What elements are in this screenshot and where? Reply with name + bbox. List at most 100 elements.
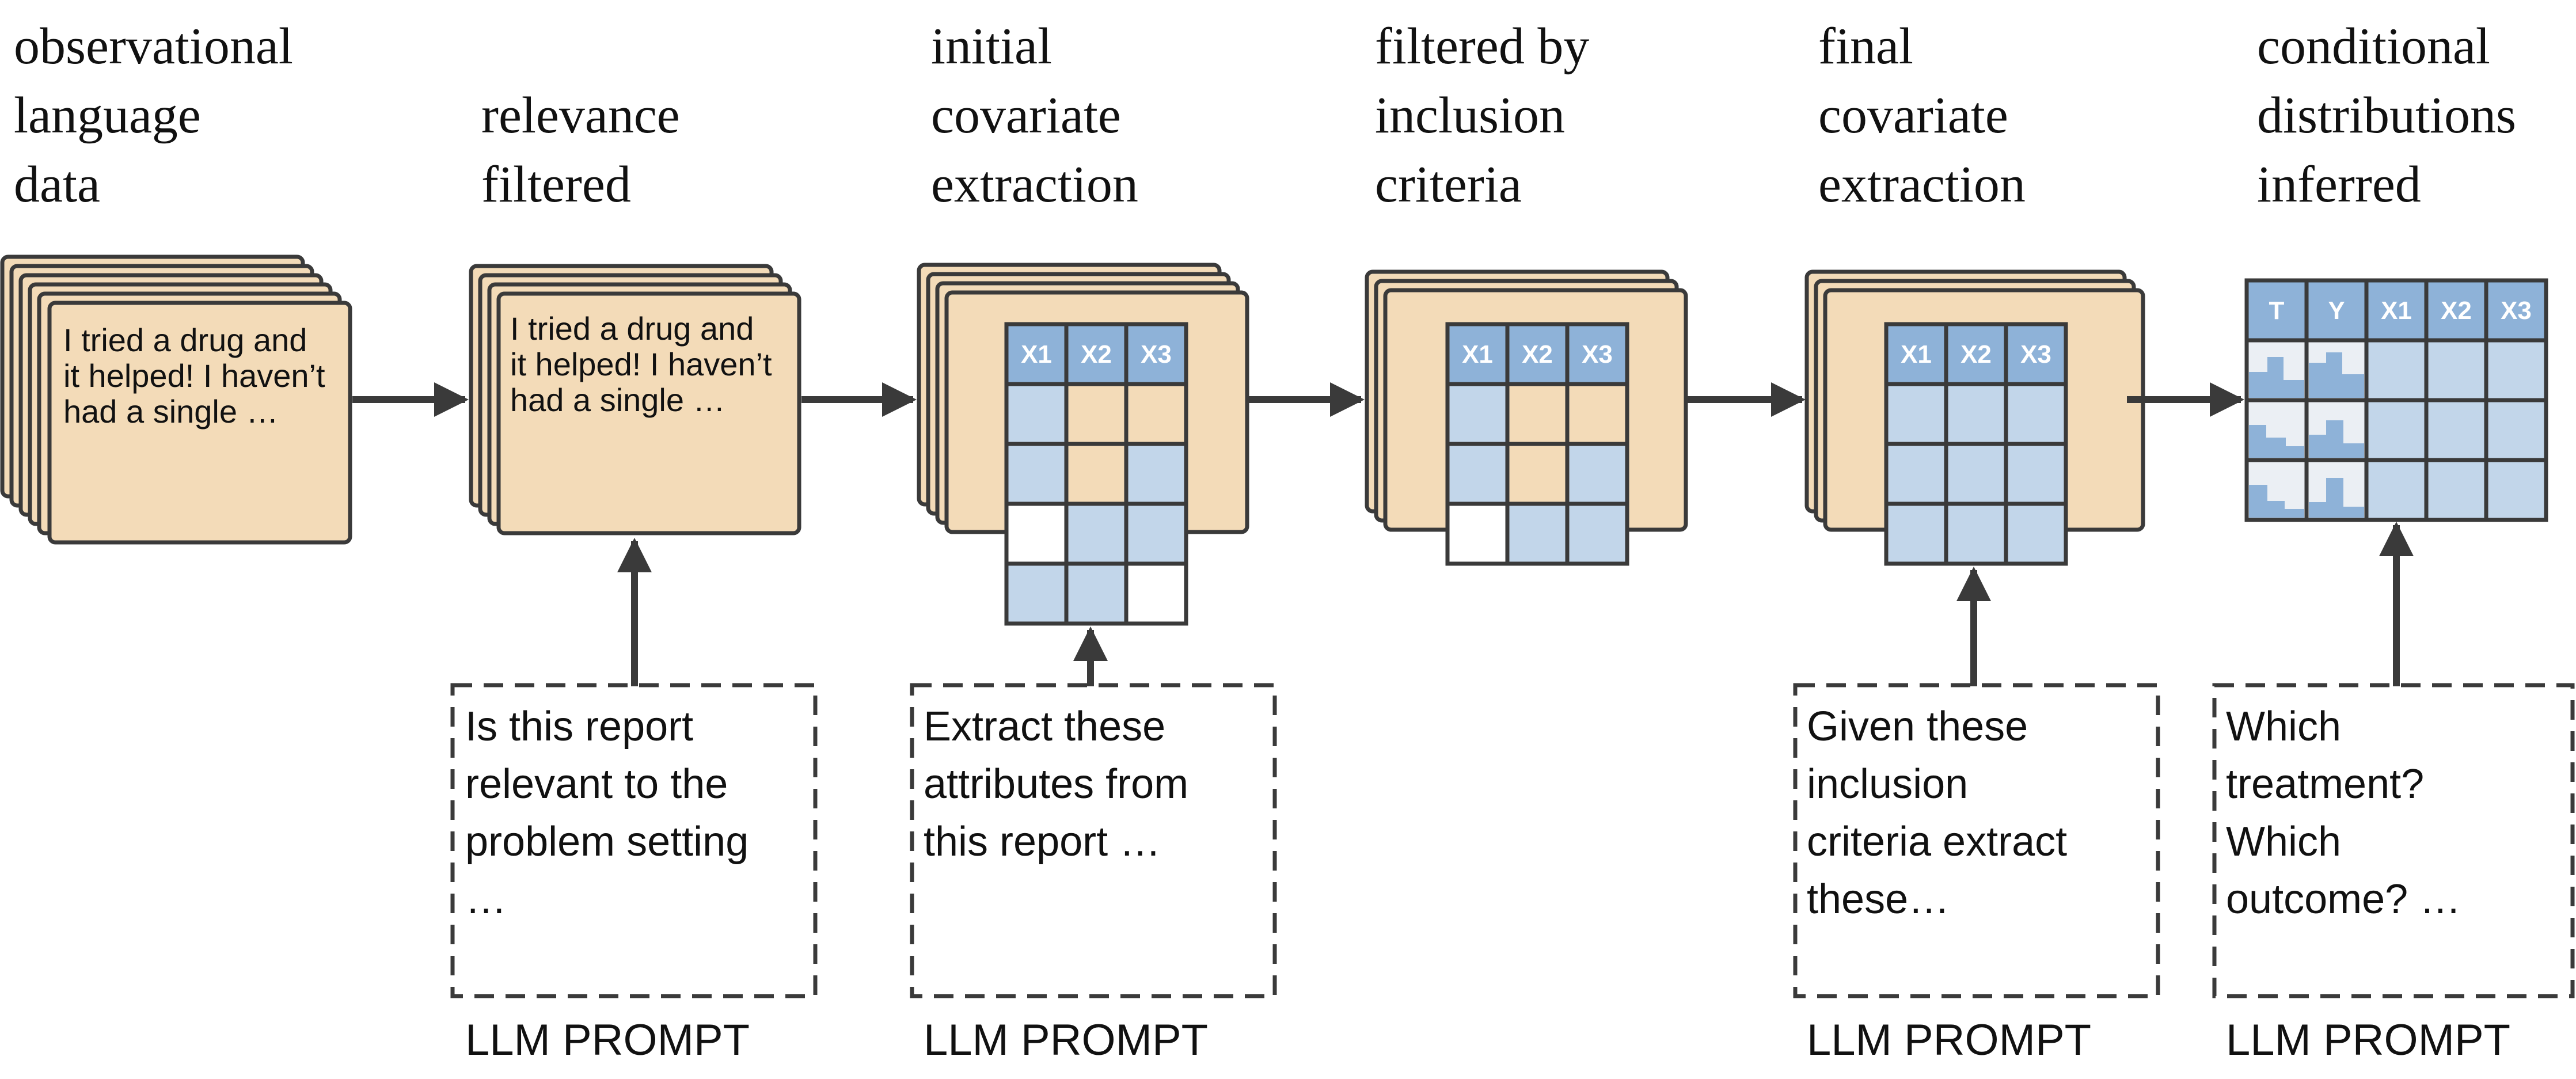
distribution-histograms [2249,352,2364,518]
svg-text:T: T [2269,297,2285,325]
stage-title-inclusion-filter: filtered by inclusion criteria [1375,18,1602,213]
table-cell-filled [2484,458,2548,522]
table-cell-filled [1445,382,1510,446]
svg-text:X1: X1 [1462,340,1493,368]
svg-text:X2: X2 [1522,340,1553,368]
table-cell-filled [1004,561,1069,626]
table-cell-filled [1944,382,2008,446]
prompt-text-relevance: Is this report relevant to the problem s… [465,704,760,922]
table-cell-filled [2004,382,2068,446]
table-cell-filled [1944,501,2008,566]
svg-text:X3: X3 [2501,297,2532,325]
table-header-cell [1064,322,1129,386]
column-headers-distribution: T Y X1 X2 X3 [2269,297,2532,325]
table-cell-filled [1884,442,1948,506]
stage-title-initial-extraction: initial covariate extraction [931,18,1138,213]
document-stack-relevance [469,264,801,535]
table-cell-filled [2004,501,2068,566]
table-header-cell [1124,322,1188,386]
histogram-t-1 [2249,357,2304,398]
prompt-label-extract: LLM PROMPT [924,1016,1208,1065]
histogram-y-2 [2309,420,2364,458]
prompt-text-extract: Extract these attributes from this repor… [924,704,1200,865]
svg-text:X2: X2 [1081,340,1112,368]
table-cell-empty [1445,501,1510,566]
table-cell-filled [2484,338,2548,402]
table-cell-filled [1505,501,1570,566]
prompt-label-relevance: LLM PROMPT [465,1016,750,1065]
table-cell-filled [2424,458,2488,522]
stage-title-relevance: relevance filtered [481,87,693,213]
svg-text:X3: X3 [1582,340,1613,368]
table-cell-filled [2424,338,2488,402]
covariate-table-final [1884,322,2068,566]
histogram-t-3 [2249,485,2304,518]
table-cell-filled [1004,442,1069,506]
table-cell-filled [2004,442,2068,506]
svg-text:X2: X2 [1961,340,1992,368]
histogram-t-2 [2249,425,2304,458]
svg-text:X1: X1 [1901,340,1932,368]
prompt-boxes [450,683,2575,998]
column-headers-filtered: X1 X2 X3 [1462,340,1613,368]
table-cell-empty [1124,561,1188,626]
prompt-label-inference: LLM PROMPT [2226,1016,2510,1065]
column-headers-initial: X1 X2 X3 [1021,340,1172,368]
distribution-grid-overlay [2244,338,2369,522]
table-header-cell [2004,322,2068,386]
prompt-text-inclusion: Given these inclusion criteria extract t… [1807,704,2079,922]
table-cell-filled [2424,398,2488,462]
table-cell-filled [1445,442,1510,506]
table-cell-filled [1064,501,1129,566]
svg-text:X1: X1 [1021,340,1052,368]
table-cell-filled [1565,501,1629,566]
table-header-cell [1445,322,1510,386]
prompt-label-inclusion: LLM PROMPT [1807,1016,2091,1065]
table-cell-empty [1064,442,1129,506]
table-header-cell [2484,278,2548,343]
prompt-box-relevance [450,683,818,998]
table-cell-empty [1124,382,1188,446]
prompt-text-inference: Which treatment? Which outcome? … [2226,704,2461,922]
histogram-y-1 [2309,352,2364,398]
table-cell-empty [1505,442,1570,506]
card-text-relevance: I tried a drug and it helped! I haven’t … [510,310,781,418]
table-cell-filled [1565,442,1629,506]
svg-text:X1: X1 [2381,297,2412,325]
table-cell-empty [1004,501,1069,566]
table-cell-filled [1124,501,1188,566]
column-headers-final: X1 X2 X3 [1901,340,2051,368]
table-cell-filled [1884,382,1948,446]
prompt-box-extract [910,683,1277,998]
stage-title-final-extraction: final covariate extraction [1818,18,2026,213]
table-cell-empty [1565,382,1629,446]
table-header-cell [2244,278,2309,343]
table-cell-filled [1064,561,1129,626]
table-cell-filled [2364,338,2429,402]
svg-text:X3: X3 [2020,340,2051,368]
table-header-cell [2364,278,2429,343]
table-cell-filled [1124,442,1188,506]
table-cell-empty [1064,382,1129,446]
svg-text:Y: Y [2328,297,2345,325]
document-stack-observational [0,254,352,545]
svg-text:X3: X3 [1141,340,1172,368]
histogram-y-3 [2309,478,2364,518]
stage-title-observational: observational language data [14,18,306,213]
table-cell-filled [1884,501,1948,566]
covariate-table-filtered [1445,322,1629,566]
prompt-box-inclusion [1793,683,2160,998]
covariate-table-initial [1004,322,1188,626]
card-text-observational: I tried a drug and it helped! I haven’t … [63,322,334,430]
svg-text:X2: X2 [2441,297,2472,325]
prompt-arrows [617,522,2414,686]
table-cell-filled [2364,398,2429,462]
table-cell-empty [1505,382,1570,446]
prompt-box-inference [2212,683,2575,998]
table-cell-filled [2484,398,2548,462]
table-cell-filled [1944,442,2008,506]
table-cell-filled [1004,382,1069,446]
table-cell-filled [2364,458,2429,522]
stage-title-conditional: conditional distributions inferred [2257,18,2529,213]
